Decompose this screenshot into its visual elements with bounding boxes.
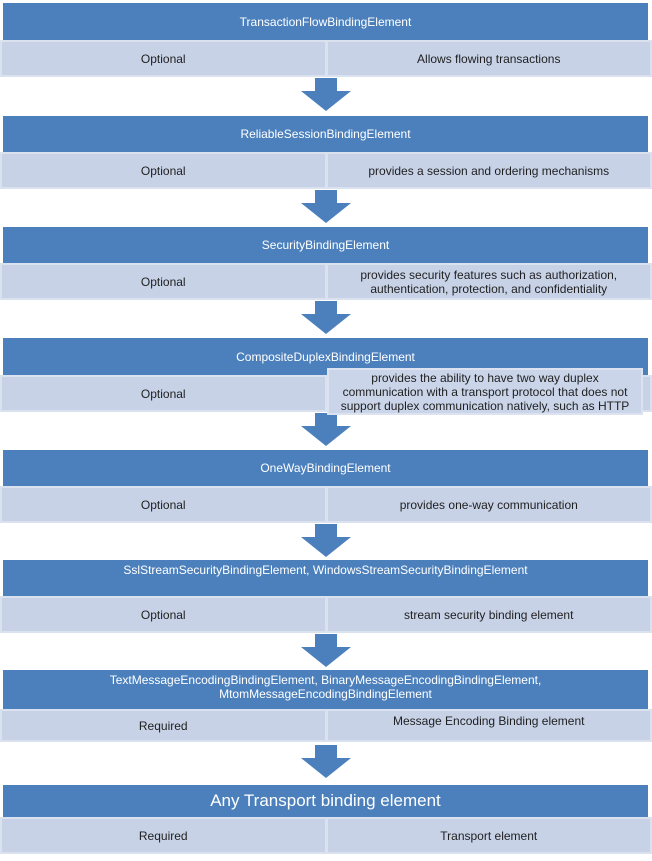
section-title: SslStreamSecurityBindingElement, Windows… [123,563,528,577]
description-label: provides a session and ordering mechanis… [368,163,610,178]
section-row: Optional provides one-way communication [0,486,652,523]
requirement-label: Optional [140,51,186,66]
requirement-label: Required [138,828,188,843]
section-security: SecurityBindingElement Optional provides… [0,227,652,300]
requirement-label: Optional [140,163,186,178]
section-transaction-flow: TransactionFlowBindingElement Optional A… [0,3,652,77]
requirement-label: Required [138,718,188,733]
description-cell: Transport element [327,819,650,852]
section-row: Optional provides security features such… [0,263,652,300]
section-title: Any Transport binding element [210,791,441,810]
requirement-cell: Optional [2,488,325,521]
section-reliable-session: ReliableSessionBindingElement Optional p… [0,116,652,189]
section-row: Optional provides a session and ordering… [0,152,652,189]
description-label: Allows flowing transactions [417,51,561,66]
description-cell: Allows flowing transactions [327,42,650,75]
down-arrow-icon [301,413,351,446]
section-title: ReliableSessionBindingElement [240,127,411,141]
description-cell: Message Encoding Binding element [327,711,650,740]
section-header: ReliableSessionBindingElement [3,116,648,152]
down-arrow [0,742,652,785]
description-label: provides security features such as autho… [360,267,618,296]
down-arrow-icon [301,78,351,111]
requirement-label: Optional [140,607,186,622]
description-cell: stream security binding element [327,598,650,631]
description-label: stream security binding element [404,607,574,622]
section-title: SecurityBindingElement [261,238,390,252]
requirement-label: Optional [140,274,186,289]
section-header: Any Transport binding element [3,785,648,817]
section-header: SslStreamSecurityBindingElement, Windows… [3,560,648,596]
requirement-label: Optional [140,497,186,512]
section-one-way: OneWayBindingElement Optional provides o… [0,450,652,523]
section-composite-duplex: CompositeDuplexBindingElement Optional p… [0,338,652,415]
section-header: SecurityBindingElement [3,227,648,263]
section-title: OneWayBindingElement [260,461,391,475]
down-arrow [0,189,652,227]
requirement-cell: Optional [2,377,325,410]
description-cell: provides security features such as autho… [327,265,650,298]
requirement-cell: Optional [2,154,325,187]
description-cell: provides a session and ordering mechanis… [327,154,650,187]
section-header: TransactionFlowBindingElement [3,3,648,40]
section-title: TransactionFlowBindingElement [239,14,412,29]
down-arrow-icon [301,745,351,778]
requirement-cell: Optional [2,42,325,75]
section-stream-security: SslStreamSecurityBindingElement, Windows… [0,560,652,633]
down-arrow [0,633,652,670]
down-arrow [0,300,652,338]
description-overlay-box: provides the ability to have two way dup… [327,368,643,415]
section-transport: Any Transport binding element Required T… [0,785,652,854]
section-title: TextMessageEncodingBindingElement, Binar… [109,673,542,701]
description-label: provides one-way communication [399,497,578,512]
description-label: Message Encoding Binding element [393,714,585,728]
section-title: CompositeDuplexBindingElement [236,349,415,364]
requirement-label: Optional [140,386,186,401]
down-arrow-icon [301,524,351,557]
section-header: TextMessageEncodingBindingElement, Binar… [3,670,648,709]
down-arrow-icon [301,634,351,667]
section-header: OneWayBindingElement [3,450,648,486]
down-arrow [0,412,652,450]
section-message-encoding: TextMessageEncodingBindingElement, Binar… [0,670,652,742]
requirement-cell: Required [2,711,325,740]
requirement-cell: Optional [2,598,325,631]
description-label: provides the ability to have two way dup… [340,370,630,413]
section-row: Required Message Encoding Binding elemen… [0,709,652,742]
description-cell: provides one-way communication [327,488,650,521]
section-header: CompositeDuplexBindingElement [3,338,648,375]
section-row: Required Transport element [0,817,652,854]
down-arrow-icon [301,190,351,223]
requirement-cell: Optional [2,265,325,298]
section-row: Optional stream security binding element [0,596,652,633]
down-arrow [0,77,652,116]
down-arrow-icon [301,301,351,334]
description-label: Transport element [440,828,538,843]
down-arrow [0,523,652,560]
requirement-cell: Required [2,819,325,852]
section-row: Optional Allows flowing transactions [0,40,652,77]
